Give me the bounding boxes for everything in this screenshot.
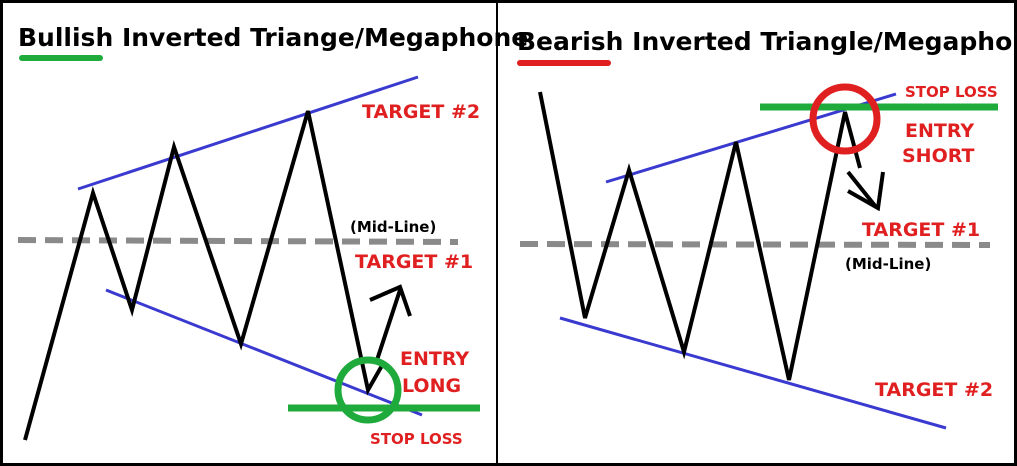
bullish-entry-label: ENTRY [400, 348, 469, 370]
bullish-long-label: LONG [402, 375, 461, 397]
bullish-target2-label: TARGET #2 [362, 101, 480, 123]
bearish-midline-label: (Mid-Line) [845, 255, 931, 273]
bullish-midline [17, 237, 459, 245]
bullish-midline-label: (Mid-Line) [350, 218, 436, 236]
bullish-stop-loss-label: STOP LOSS [370, 430, 463, 448]
bullish-entry-circle [334, 356, 402, 424]
bearish-target2-label: TARGET #2 [875, 379, 993, 401]
bearish-title: Bearish Inverted Triangle/Megaphone [517, 27, 1017, 56]
bearish-arrow-head-icon [847, 171, 885, 212]
bearish-entry-label: ENTRY [905, 120, 974, 142]
bearish-target1-label: TARGET #1 [862, 219, 980, 241]
bearish-entry-circle [809, 83, 881, 155]
bullish-title: Bullish Inverted Triange/Megaphone [18, 23, 528, 52]
bearish-lower-trendline [559, 316, 947, 430]
bullish-lower-trendline [105, 288, 423, 417]
bullish-price-line [23, 110, 386, 441]
bullish-upper-trendline [77, 75, 419, 191]
bullish-target1-label: TARGET #1 [355, 251, 473, 273]
bearish-stop-loss-label: STOP LOSS [905, 83, 998, 101]
bearish-price-line [538, 91, 862, 381]
bearish-short-label: SHORT [902, 145, 975, 167]
bullish-arrow-shaft [375, 289, 402, 361]
bearish-arrow-shaft [846, 170, 878, 209]
bearish-midline [519, 241, 991, 248]
bullish-arrow-head-icon [369, 284, 412, 317]
